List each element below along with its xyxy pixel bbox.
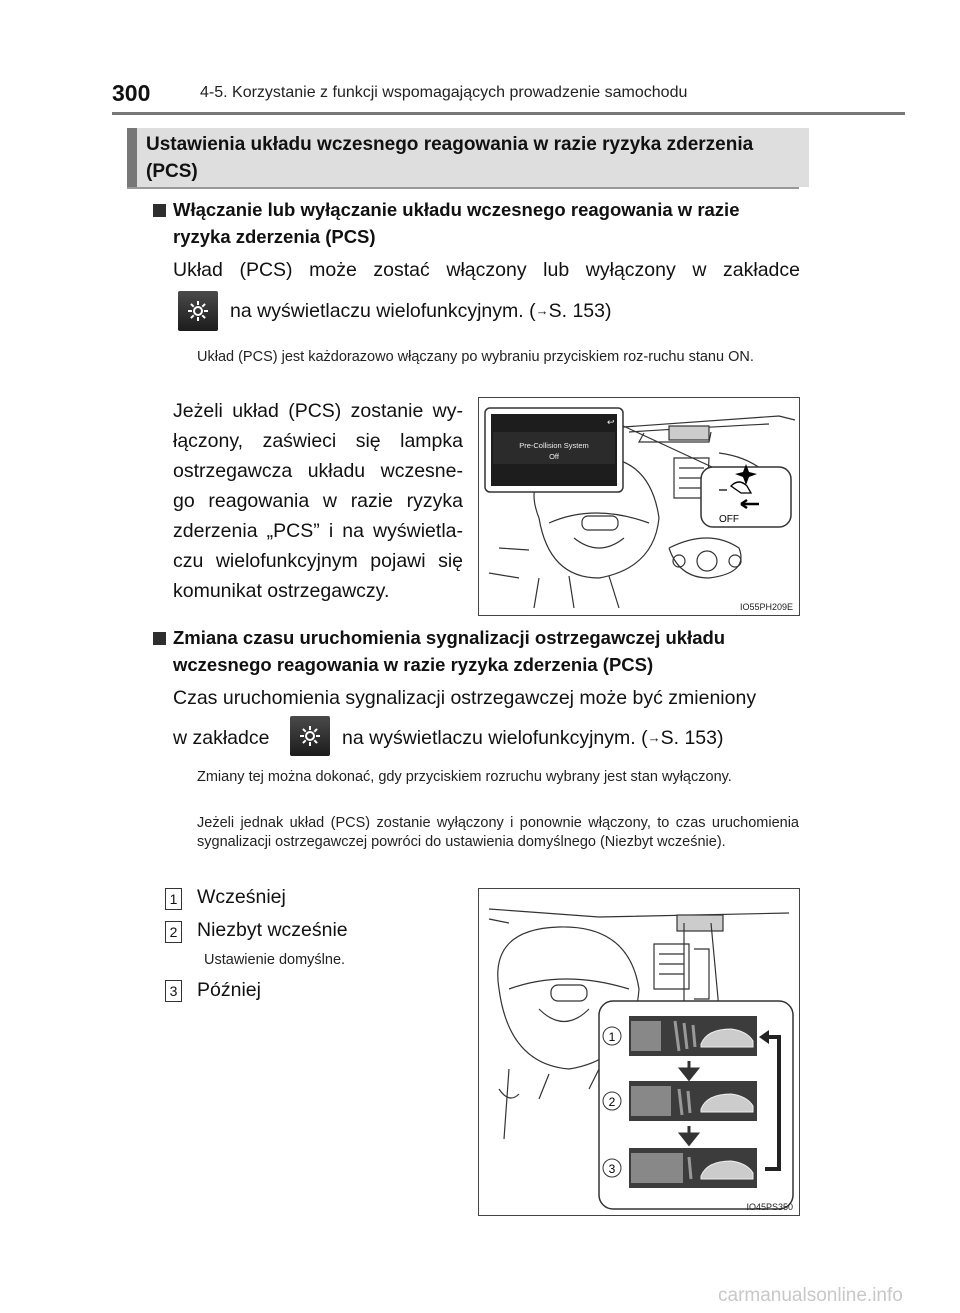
- gear-icon: [188, 301, 208, 321]
- section-rule: [127, 187, 799, 189]
- timing-illustration: 1 2 3: [488, 908, 794, 1210]
- dashboard-illustration: Pre-Collision System Off ↩ OFF: [484, 407, 796, 609]
- option-label-default: Niezbyt wcześnie: [197, 919, 348, 941]
- arrow-left-icon: [740, 498, 759, 510]
- figure-warning-timing: 1 2 3 IO45PS350: [478, 888, 800, 1216]
- subheading-toggle-line2: ryzyka zderzenia (PCS): [173, 226, 376, 247]
- option-number-3: 3: [165, 980, 182, 1002]
- subheading-toggle: Włączanie lub wyłączanie układu wczesneg…: [173, 199, 740, 220]
- toggle-note: Układ (PCS) jest każdorazowo włączany po…: [197, 349, 754, 365]
- pcs-warning-lamp-icon: [719, 481, 753, 494]
- bullet-square: [153, 204, 166, 217]
- figure-pcs-off: Pre-Collision System Off ↩ OFF IO55PH209…: [478, 397, 800, 616]
- settings-tab-icon: [178, 291, 218, 331]
- toggle-body-line1: Układ (PCS) może zostać włączony lub wył…: [173, 259, 800, 281]
- timing-note1: Zmiany tej można dokonać, gdy przyciskie…: [197, 769, 732, 785]
- timing-body-line2a: w zakładce: [173, 727, 270, 749]
- step-circle-2: [602, 1091, 622, 1111]
- page-number: 300: [112, 80, 151, 106]
- step-number-1: 1: [609, 1030, 616, 1044]
- toggle-description: Jeżeli układ (PCS) zostanie wy- łączony,…: [173, 400, 463, 602]
- header-rule: [112, 112, 905, 115]
- subheading-timing: Zmiana czasu uruchomienia sygnalizacji o…: [173, 627, 726, 648]
- option-number-1: 1: [165, 888, 182, 910]
- settings-tab-icon: [290, 716, 330, 756]
- screen-message-line2: Off: [549, 452, 560, 461]
- warning-star-icon: [735, 464, 757, 485]
- option-default-note: Ustawienie domyślne.: [204, 952, 346, 968]
- bullet-square: [153, 632, 166, 645]
- return-icon: ↩: [607, 417, 615, 427]
- ref-arrow-icon: →: [647, 730, 661, 745]
- option-label-later: Później: [197, 979, 261, 1001]
- figure-code: IO45PS350: [746, 1202, 793, 1212]
- arrow-down-icon: [677, 1061, 701, 1082]
- ref-arrow-icon: →: [535, 303, 549, 318]
- pcs-off-label: OFF: [719, 514, 739, 525]
- timing-note2: Jeżeli jednak układ (PCS) zostanie wyłąc…: [197, 815, 799, 850]
- option-label-earlier: Wcześniej: [197, 886, 286, 908]
- cycle-arrow-icon: [765, 1035, 781, 1171]
- step-circle-3: [602, 1158, 622, 1178]
- step-number-2: 2: [609, 1095, 616, 1109]
- screen-message-line1: Pre-Collision System: [519, 441, 589, 450]
- timing-body-line1: Czas uruchomienia sygnalizacji ostrzegaw…: [173, 687, 757, 709]
- step-circle-1: [602, 1026, 622, 1046]
- option-number-2: 2: [165, 921, 182, 943]
- toggle-body-line2: na wyświetlaczu wielofunkcyjnym. (→S. 15…: [230, 300, 612, 322]
- gear-icon: [300, 726, 320, 746]
- arrow-down-icon: [677, 1126, 701, 1147]
- timing-body-line2b: na wyświetlaczu wielofunkcyjnym. (→S. 15…: [342, 727, 724, 749]
- watermark: carmanualsonline.info: [718, 1285, 903, 1306]
- chapter-title: 4-5. Korzystanie z funkcji wspomagającyc…: [200, 84, 688, 101]
- section-title-bar: [127, 128, 809, 187]
- step-number-3: 3: [609, 1162, 616, 1176]
- figure-code: IO55PH209E: [739, 602, 793, 612]
- subheading-timing-line2: wczesnego reagowania w razie ryzyka zder…: [173, 654, 654, 675]
- section-title: Ustawienia układu wczesnego reagowania w…: [146, 134, 754, 182]
